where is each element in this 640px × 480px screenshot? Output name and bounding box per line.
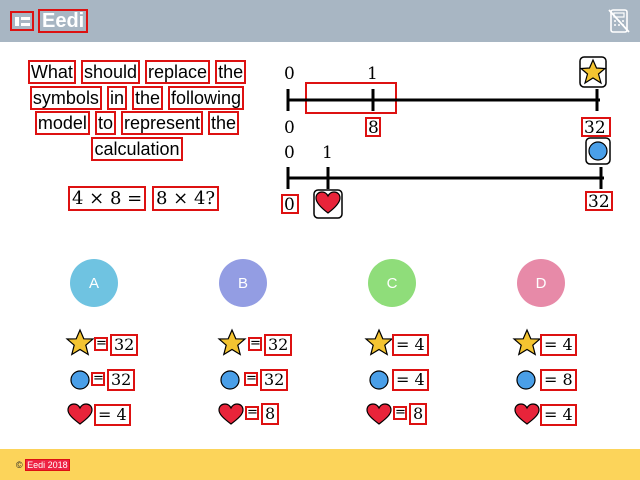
option-d-circle-value: = 8 — [540, 369, 577, 391]
option-d-letter: D — [535, 274, 547, 292]
option-b-star-value: 32 — [264, 334, 293, 356]
option-d-heart-value: = 4 — [540, 404, 577, 426]
equals-sign: = — [94, 336, 108, 351]
bottom-line-below-32: 32 — [588, 192, 610, 212]
copyright-notice: © Eedi 2018 — [16, 459, 70, 471]
star-box — [579, 56, 607, 88]
circle-icon — [70, 370, 90, 390]
option-c-heart-value: 8 — [409, 403, 428, 425]
footer-bar: © Eedi 2018 — [0, 449, 640, 480]
question-word: the — [215, 60, 247, 84]
option-a-heart-value: = 4 — [94, 404, 131, 426]
question-word: in — [106, 85, 127, 110]
eedi-logo[interactable]: Eedi — [10, 9, 89, 33]
question-word: represent — [120, 111, 204, 135]
number-line-model: 0 1 0 8 32 0 1 0 32 — [281, 56, 613, 219]
option-a-button[interactable]: A — [70, 259, 118, 307]
star-icon — [218, 329, 246, 356]
equals-sign: = — [245, 405, 259, 420]
equation-left: 4 × 8 = — [68, 186, 147, 211]
eedi-logo-icon — [10, 11, 34, 31]
question-word: should — [80, 60, 140, 84]
option-c-circle-value: = 4 — [392, 369, 429, 391]
heart-icon — [315, 191, 341, 214]
star-icon — [513, 329, 541, 356]
star-icon — [365, 329, 393, 356]
top-line-label-1: 1 — [367, 64, 378, 84]
calculation-equation: 4 × 8 = 8 × 4? — [68, 186, 220, 211]
equals-sign: = — [248, 336, 262, 351]
bottom-line-below-0: 0 — [284, 195, 295, 215]
bottom-line-label-1: 1 — [322, 143, 333, 163]
question-word: the — [208, 111, 240, 135]
top-line-below-32: 32 — [584, 118, 606, 138]
top-line-below-0: 0 — [284, 118, 295, 138]
circle-icon — [516, 370, 536, 390]
question-word: the — [131, 85, 164, 110]
heart-icon — [366, 403, 392, 425]
bottom-line-label-0: 0 — [284, 143, 295, 163]
heart-icon — [218, 403, 244, 425]
equals-sign: = — [244, 371, 258, 386]
circle-icon — [588, 141, 608, 161]
question-word: What — [27, 60, 76, 84]
circle-icon — [369, 370, 389, 390]
option-c-star-value: = 4 — [392, 334, 429, 356]
question-text: What should replace the symbols in the f… — [22, 60, 252, 162]
calculator-crossed-icon — [608, 9, 630, 33]
option-c-letter: C — [386, 274, 398, 292]
equation-right: 8 × 4? — [151, 186, 220, 211]
copyright-text: Eedi 2018 — [25, 459, 70, 471]
highlight-box — [305, 82, 397, 114]
question-word: calculation — [91, 136, 183, 161]
copyright-symbol: © — [16, 460, 23, 470]
question-word: to — [94, 111, 116, 135]
brand-name: Eedi — [38, 9, 89, 33]
star-icon — [579, 58, 607, 85]
question-word: following — [168, 85, 245, 110]
question-word: symbols — [29, 85, 102, 110]
option-b-button[interactable]: B — [219, 259, 267, 307]
circle-icon — [220, 370, 240, 390]
option-b-letter: B — [237, 274, 248, 292]
option-d-button[interactable]: D — [517, 259, 565, 307]
equals-sign: = — [91, 371, 105, 386]
option-a-circle-value: 32 — [107, 369, 136, 391]
top-line-label-0: 0 — [284, 64, 295, 84]
star-icon — [66, 329, 94, 356]
heart-icon — [67, 403, 93, 425]
heart-icon — [514, 403, 540, 425]
equals-sign: = — [393, 405, 407, 420]
option-a-star-value: 32 — [110, 334, 139, 356]
option-c-button[interactable]: C — [368, 259, 416, 307]
option-a-letter: A — [88, 274, 99, 292]
option-d-star-value: = 4 — [540, 334, 577, 356]
option-b-circle-value: 32 — [260, 369, 289, 391]
header-bar: Eedi — [0, 0, 640, 42]
option-b-heart-value: 8 — [261, 403, 280, 425]
question-word: model — [34, 111, 90, 135]
top-line-below-8: 8 — [368, 118, 379, 138]
question-word: replace — [145, 60, 211, 84]
